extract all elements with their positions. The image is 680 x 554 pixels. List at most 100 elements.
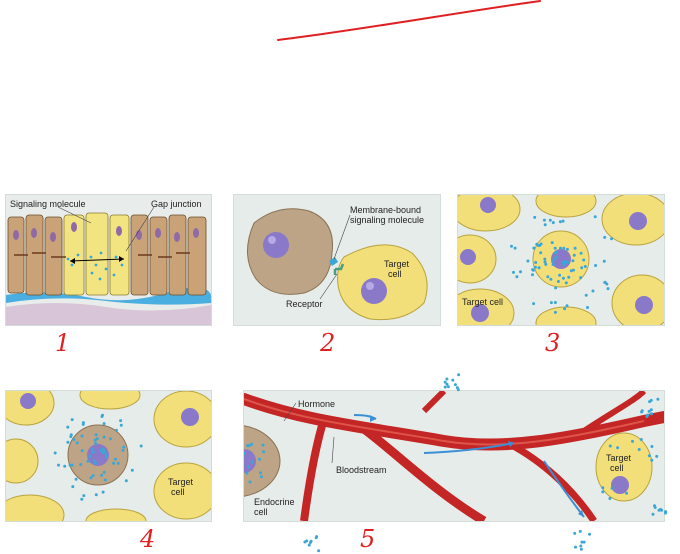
signal-molecule (608, 444, 612, 448)
signal-molecule (262, 450, 266, 454)
signal-molecule (250, 442, 254, 446)
signal-molecule (573, 246, 577, 250)
signal-molecule (512, 270, 515, 274)
signal-molecule (79, 463, 83, 466)
label-membrane-bound: Membrane-bound (350, 205, 422, 215)
signal-molecule (563, 307, 567, 311)
signal-molecule (637, 448, 641, 451)
signal-molecule (563, 260, 567, 263)
signal-molecule (550, 241, 554, 245)
signal-molecule (591, 289, 595, 293)
signal-molecule (551, 221, 555, 225)
signal-molecule (625, 491, 628, 495)
signal-molecule (445, 382, 449, 386)
signal-molecule (655, 454, 659, 458)
label-target-cell-4: cell (171, 487, 185, 497)
signal-molecule (63, 464, 67, 468)
signal-molecule (631, 439, 634, 443)
signal-molecule (553, 251, 557, 255)
signal-molecule (119, 423, 123, 427)
panel-number-3: 3 (545, 329, 561, 357)
signal-molecule (113, 457, 117, 461)
signal-molecule (571, 259, 575, 263)
signal-molecule (573, 531, 577, 535)
signal-molecule (94, 433, 98, 437)
signal-molecule (124, 479, 128, 483)
signal-molecule (93, 438, 97, 442)
signal-molecule (102, 422, 106, 426)
signal-molecule (582, 540, 586, 544)
signal-molecule (114, 428, 118, 432)
paracrine-illustration (458, 195, 664, 325)
signal-molecule (446, 385, 450, 389)
signal-molecule (94, 441, 98, 445)
signal-molecule (543, 257, 547, 261)
panel-number-4: 4 (140, 525, 156, 553)
signal-molecule (70, 418, 74, 422)
signal-molecule (104, 453, 108, 457)
signal-molecule (559, 246, 562, 250)
signal-molecule (606, 287, 610, 291)
signal-molecule (88, 455, 92, 458)
signal-molecule (542, 218, 546, 222)
signal-molecule (245, 471, 249, 475)
signal-molecule (258, 457, 261, 461)
autocrine-illustration (6, 391, 211, 521)
signal-molecule (121, 448, 125, 452)
signal-molecule (535, 242, 539, 246)
signal-molecule (533, 265, 537, 269)
panel-autocrine: Target cell (5, 390, 212, 522)
signal-molecule (556, 280, 560, 283)
signal-molecule (558, 273, 562, 277)
signal-molecule (139, 444, 143, 448)
signal-molecule (610, 486, 614, 490)
signal-molecule (81, 422, 85, 426)
signal-molecule (584, 293, 588, 297)
signal-molecule (102, 470, 106, 474)
signal-molecule (75, 441, 79, 445)
signal-molecule (539, 242, 543, 246)
label-target-5: Target (606, 453, 632, 463)
signal-molecule (510, 244, 513, 248)
label-target-cell: cell (388, 269, 402, 279)
signal-molecule (119, 419, 123, 423)
signal-molecule (569, 269, 573, 273)
signal-molecule (548, 218, 552, 222)
signal-molecule (565, 247, 569, 251)
signal-molecule (57, 463, 60, 467)
signal-molecule (103, 478, 107, 482)
signal-molecule (549, 301, 553, 305)
signal-molecule (122, 445, 126, 449)
signal-molecule (583, 265, 587, 268)
label-endocrine: Endocrine (254, 497, 295, 507)
signal-molecule (551, 260, 555, 264)
signal-molecule (554, 286, 558, 290)
signal-molecule (515, 275, 519, 279)
signal-molecule (532, 302, 536, 306)
signal-molecule (543, 260, 547, 264)
signal-molecule (74, 477, 78, 481)
signal-molecule (70, 463, 74, 467)
signal-molecule (531, 268, 535, 272)
signal-molecule (445, 377, 449, 381)
label-target: Target (384, 259, 410, 269)
signal-molecule (89, 476, 93, 480)
label-target-cell-3: Target cell (462, 297, 504, 307)
panel-contact-dependent: Membrane-bound signaling molecule Recept… (233, 194, 441, 326)
signal-molecule (80, 434, 84, 438)
signal-molecule (305, 539, 309, 543)
signal-molecule (579, 544, 583, 548)
signal-molecule (588, 532, 591, 536)
signal-molecule (574, 545, 577, 549)
signal-molecule (531, 273, 534, 277)
signal-molecule (580, 266, 584, 270)
signal-molecule (69, 433, 73, 437)
panel-paracrine: Target cell (457, 194, 665, 326)
signal-molecule (601, 486, 605, 490)
signal-molecule (259, 475, 263, 479)
signal-molecule (553, 246, 557, 250)
signal-molecule (534, 261, 538, 264)
signal-molecule (647, 454, 651, 458)
label-gap-junction: Gap junction (151, 199, 202, 209)
label-bloodstream: Bloodstream (336, 465, 387, 475)
